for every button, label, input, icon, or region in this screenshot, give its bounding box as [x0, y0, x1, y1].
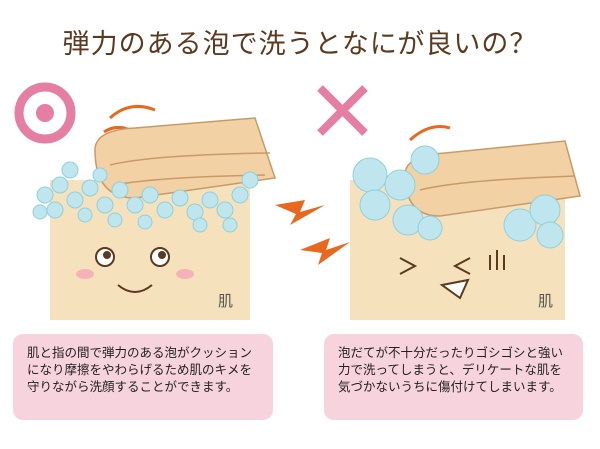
motion-lines-icon [408, 125, 451, 142]
skin-label-bad: 肌 [538, 292, 554, 310]
foam-bubbles [352, 145, 564, 249]
bad-description: 泡だてが不十分だったりゴシゴシと強い力で洗ってしまうと、デリケートな肌を気づかな… [324, 334, 583, 420]
bad-illustration [317, 85, 581, 320]
cross-icon [317, 85, 368, 136]
motion-lines-icon [108, 104, 156, 120]
happy-face [76, 247, 194, 293]
skin-label-good: 肌 [218, 292, 234, 310]
foam-bubbles [32, 161, 259, 233]
good-description: 肌と指の間で弾力のある泡がクッションになり摩擦をやわらげるため肌のキメを守りなが… [13, 334, 273, 420]
double-circle-icon [14, 82, 76, 144]
page-title: 弾力のある泡で洗うとなにが良いの？ [62, 29, 538, 60]
good-illustration [14, 82, 276, 320]
lightning-icon [275, 200, 350, 265]
pained-face [399, 250, 505, 300]
